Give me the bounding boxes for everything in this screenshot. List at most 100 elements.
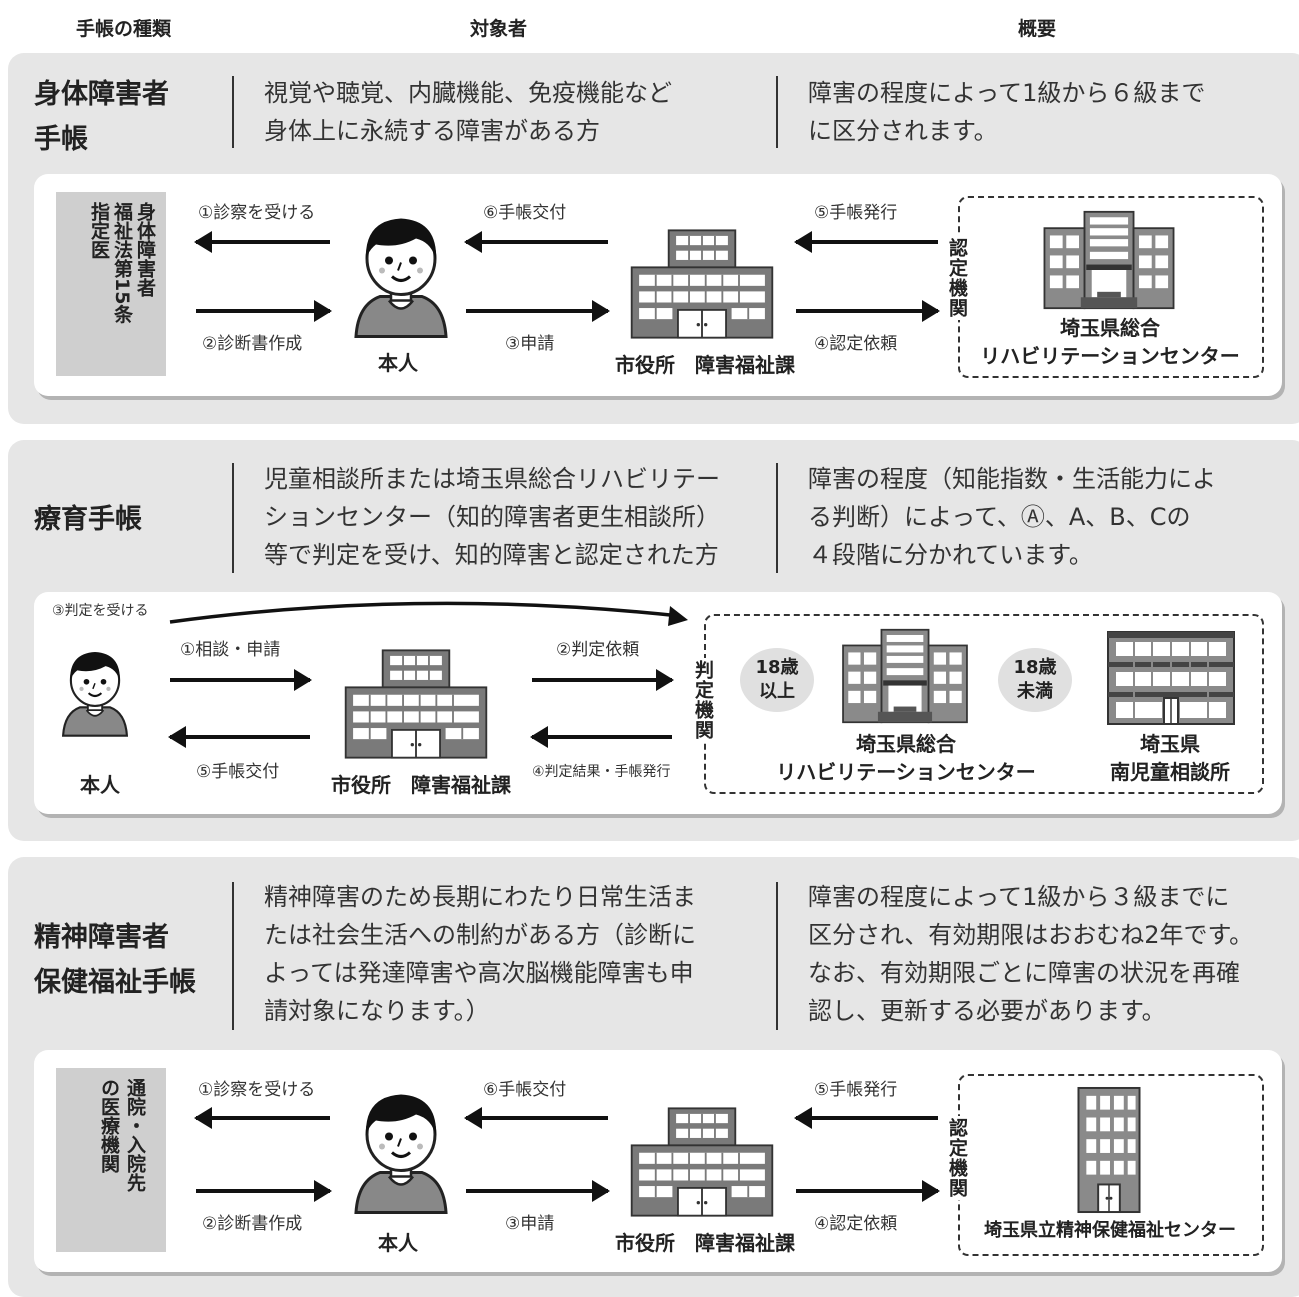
certifier-name: 埼玉県総合 リハビリテーションセンター — [980, 314, 1240, 370]
doctor-line: 福祉法第15条 — [111, 202, 133, 324]
step1-label: ①診察を受ける — [198, 203, 316, 223]
doctor-line: 指定医 — [88, 202, 110, 259]
target-line: たは社会生活への制約がある方（診断に — [264, 921, 696, 949]
certifier-label: 認定機関 — [946, 236, 968, 320]
step1-label: ①診察を受ける — [198, 1080, 316, 1100]
office-label: 市役所 障害福祉課 — [615, 353, 795, 377]
section1-summary: 障害の程度によって1級から６級まで に区分されます。 — [808, 74, 1205, 150]
center-name-line: リハビリテーションセンター — [776, 760, 1036, 784]
step2-label: ②判定依頼 — [556, 640, 640, 660]
mental-health-center-building-icon — [1074, 1086, 1144, 1214]
target-line: 児童相談所または埼玉県総合リハビリテー — [264, 465, 720, 493]
arrow-left — [464, 231, 608, 253]
divider — [232, 76, 234, 148]
arrow-left — [794, 231, 938, 253]
summary-line: に区分されます。 — [808, 117, 998, 145]
arrow-right — [466, 1180, 610, 1202]
age-under-bubble: 18歳 未満 — [998, 648, 1072, 712]
arrow-right — [532, 669, 674, 691]
city-hall-building-icon — [628, 1100, 776, 1224]
section1-title-line1: 身体障害者 — [34, 79, 169, 110]
target-line: 精神障害のため長期にわたり日常生活ま — [264, 883, 696, 911]
target-line: ションセンター（知的障害者更生相談所） — [264, 503, 720, 531]
bubble-line: 未満 — [1017, 681, 1053, 702]
doctor-line: の医療機関 — [98, 1078, 120, 1173]
section3-title-line1: 精神障害者 — [34, 922, 169, 953]
arrow-right — [796, 300, 940, 322]
step3-label: ③判定を受ける — [52, 601, 149, 621]
child-center-name: 埼玉県 南児童相談所 — [1110, 730, 1230, 786]
divider — [232, 463, 234, 573]
divider — [776, 76, 778, 148]
doctor-line: 身体障害者 — [134, 202, 156, 297]
section2-flow-card — [34, 592, 1282, 814]
city-hall-building-icon — [342, 642, 490, 766]
city-hall-building-icon — [628, 222, 776, 346]
divider — [232, 882, 234, 1030]
step5-label: ⑤手帳交付 — [196, 762, 280, 782]
section2-target: 児童相談所または埼玉県総合リハビリテー ションセンター（知的障害者更生相談所） … — [264, 460, 720, 574]
target-line: 請対象になります。） — [264, 997, 490, 1025]
step2-label: ②診断書作成 — [202, 1214, 303, 1234]
step5-label: ⑤手帳発行 — [814, 1080, 898, 1100]
step4-label: ④判定結果・手帳発行 — [532, 764, 671, 780]
rehab-center-building-icon — [830, 628, 980, 724]
arrow-left — [464, 1107, 608, 1129]
person-icon — [56, 620, 134, 762]
bubble-line: 以上 — [759, 681, 795, 702]
section2-summary: 障害の程度（知能指数・生活能力によ る判断）によって、Ⓐ、A、B、Cの ４段階に… — [808, 460, 1216, 574]
arrow-left — [194, 1107, 330, 1129]
target-line: よっては発達障害や高次脳機能障害も申 — [264, 959, 694, 987]
bubble-line: 18歳 — [1013, 657, 1057, 678]
divider — [776, 882, 778, 1030]
age-over-bubble: 18歳 以上 — [740, 648, 814, 712]
child-center-name-line: 南児童相談所 — [1110, 760, 1230, 784]
summary-line: ４段階に分かれています。 — [808, 541, 1093, 569]
rehab-center-name: 埼玉県総合 リハビリテーションセンター — [776, 730, 1036, 786]
office-label: 市役所 障害福祉課 — [331, 773, 511, 797]
header-summary: 概要 — [1018, 18, 1057, 40]
arrow-right — [196, 300, 332, 322]
summary-line: 認し、更新する必要があります。 — [808, 997, 1166, 1025]
person-label: 本人 — [80, 773, 120, 797]
person-label: 本人 — [378, 351, 418, 375]
step3-label: ③申請 — [505, 334, 555, 354]
step2-label: ②診断書作成 — [202, 334, 303, 354]
designated-doctor-box: 身体障害者 福祉法第15条 指定医 — [56, 192, 166, 376]
section3-title-line2: 保健福祉手帳 — [34, 967, 196, 998]
arrow-left — [530, 726, 672, 748]
certifier-name-line: 埼玉県総合 — [1059, 316, 1160, 340]
center-name-line: 埼玉県総合 — [855, 732, 956, 756]
step5-label: ⑤手帳発行 — [814, 203, 898, 223]
step3-label: ③申請 — [505, 1214, 555, 1234]
summary-line: 障害の程度によって1級から６級まで — [808, 79, 1206, 107]
divider — [776, 463, 778, 573]
step1-label: ①相談・申請 — [180, 640, 281, 660]
arrow-left — [194, 231, 330, 253]
certifier-name: 埼玉県立精神保健福祉センター — [984, 1220, 1236, 1241]
section3-target: 精神障害のため長期にわたり日常生活ま たは社会生活への制約がある方（診断に よっ… — [264, 878, 696, 1030]
arrow-right — [466, 300, 610, 322]
arrow-left — [794, 1107, 938, 1129]
curved-arrow — [169, 601, 688, 626]
header-target: 対象者 — [470, 18, 528, 40]
person-label: 本人 — [378, 1231, 418, 1255]
section2-title: 療育手帳 — [34, 504, 142, 535]
medical-institution-box: 通院・入院先 の医療機関 — [56, 1068, 166, 1252]
arrow-left — [168, 726, 310, 748]
target-line: 視覚や聴覚、内臓機能、免疫機能など — [264, 79, 672, 107]
target-line: 等で判定を受け、知的障害と認定された方 — [264, 541, 719, 569]
target-line: 身体上に永続する障害がある方 — [264, 117, 600, 145]
step6-label: ⑥手帳交付 — [483, 1080, 567, 1100]
section1-title: 身体障害者 手帳 — [34, 72, 169, 162]
arrow-right — [170, 669, 312, 691]
header-type: 手帳の種類 — [76, 18, 172, 40]
step4-label: ④認定依頼 — [814, 1214, 898, 1234]
certifier-label: 認定機関 — [946, 1116, 968, 1200]
rehab-center-building-icon — [1034, 210, 1184, 310]
person-icon — [346, 206, 456, 341]
section3-title: 精神障害者 保健福祉手帳 — [34, 915, 196, 1005]
step4-label: ④認定依頼 — [814, 334, 898, 354]
summary-line: 区分され、有効期限はおおむね2年です。 — [808, 921, 1254, 949]
doctor-line: 通院・入院先 — [124, 1078, 146, 1192]
